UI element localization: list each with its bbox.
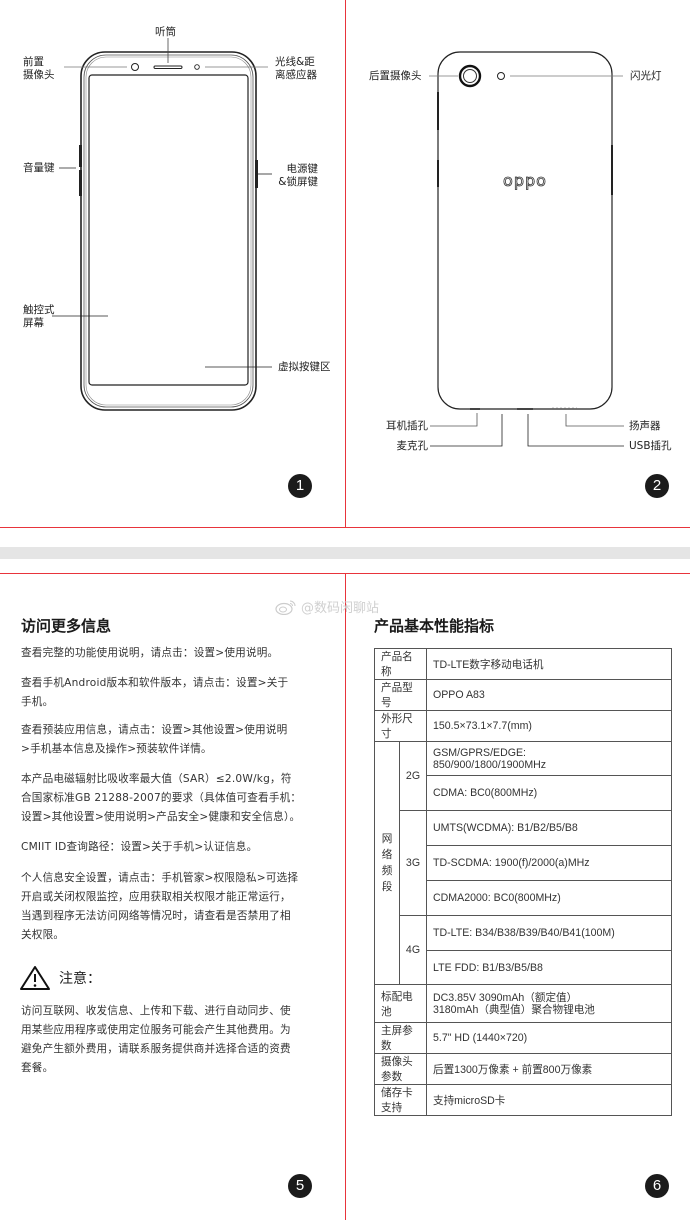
table-row: 标配电池 DC3.85V 3090mAh（额定值） 3180mAh（典型值）聚合… xyxy=(374,984,672,1023)
label-usb-port: USB插孔 xyxy=(629,440,672,452)
page-gap xyxy=(0,547,690,559)
table-row: 摄像头参数 后置1300万像素 + 前置800万像素 xyxy=(374,1053,672,1085)
page-divider-bottom xyxy=(345,573,346,1220)
label-microphone: 麦克孔 xyxy=(396,440,429,452)
label-headphone-jack: 耳机插孔 xyxy=(386,420,428,432)
warning-triangle-icon xyxy=(20,966,50,990)
table-row: 产品型号 OPPO A83 xyxy=(374,679,672,711)
paragraph-manual: 查看完整的功能使用说明，请点击：设置>使用说明。 xyxy=(21,647,279,659)
page-number-1: 1 xyxy=(288,474,312,498)
table-row: CDMA: BC0(800MHz) xyxy=(375,775,672,811)
phone-back-drawing: oppo xyxy=(429,51,624,447)
page-number-6: 6 xyxy=(645,1174,669,1198)
notice-heading: 注意： xyxy=(19,965,101,991)
label-volume-key: 音量键 xyxy=(23,162,55,174)
table-row: 储存卡支持 支持microSD卡 xyxy=(374,1084,672,1116)
paragraph-preinstalled-apps: 查看预装应用信息，请点击：设置>其他设置>使用说明 >手机基本信息及操作>预装软… xyxy=(21,724,288,755)
spec-table: 产品名称 TD-LTE数字移动电话机 产品型号 OPPO A83 外形尺寸 15… xyxy=(374,648,672,1116)
page-bottom-rule-top xyxy=(0,527,690,528)
table-row: 3G UMTS(WCDMA): B1/B2/B5/B8 xyxy=(375,810,672,916)
label-touch-screen: 触控式 屏幕 xyxy=(23,304,55,329)
weibo-icon xyxy=(275,599,296,615)
page-number-2: 2 xyxy=(645,474,669,498)
label-flash: 闪光灯 xyxy=(630,70,662,82)
label-virtual-keys: 虚拟按键区 xyxy=(278,361,331,373)
label-earpiece: 听筒 xyxy=(155,26,176,38)
page-title: 产品基本性能指标 xyxy=(374,617,495,635)
page-number-5: 5 xyxy=(288,1174,312,1198)
table-row: LTE FDD: B1/B3/B5/B8 xyxy=(375,950,672,985)
table-row: 产品名称 TD-LTE数字移动电话机 xyxy=(374,648,672,680)
oppo-logo: oppo xyxy=(503,171,547,190)
notice-text: 访问互联网、收发信息、上传和下载、进行自动同步、使 用某些应用程序或使用定位服务… xyxy=(21,1005,291,1074)
network-band-label: 网 络 频 段 xyxy=(374,741,400,985)
table-row: 外形尺寸 150.5×73.1×7.7(mm) xyxy=(374,710,672,742)
paragraph-privacy: 个人信息安全设置，请点击：手机管家>权限隐私>可选择 开启或关闭权限监控，应用获… xyxy=(21,872,299,941)
paragraph-cmiit: CMIIT ID查询路径：设置>关于手机>认证信息。 xyxy=(21,841,258,853)
page-divider-top xyxy=(345,0,346,528)
page-title: 访问更多信息 xyxy=(21,617,112,635)
table-row: 4G TD-LTE: B34/B38/B39/B40/B41(100M) xyxy=(375,915,672,985)
label-speaker: 扬声器 xyxy=(629,420,661,432)
label-light-proximity-sensor: 光线&距 离感应器 xyxy=(275,56,317,81)
label-rear-camera: 后置摄像头 xyxy=(369,70,422,82)
table-row: 网 络 频 段 2G GSM/GPRS/EDGE: 850/900/1800/1… xyxy=(374,741,672,985)
paragraph-sar: 本产品电磁辐射比吸收率最大值（SAR）≤2.0W/kg，符 合国家标准GB 21… xyxy=(21,773,302,823)
watermark: @数码闲聊站 xyxy=(275,597,379,616)
paragraph-android-version: 查看手机Android版本和软件版本，请点击：设置>关于 手机。 xyxy=(21,677,289,708)
phone-front-drawing xyxy=(52,38,272,411)
table-row: 主屏参数 5.7" HD (1440×720) xyxy=(374,1022,672,1054)
label-front-camera: 前置 摄像头 xyxy=(23,56,55,81)
label-power-lock-key: 电源键 &锁屏键 xyxy=(278,163,318,188)
